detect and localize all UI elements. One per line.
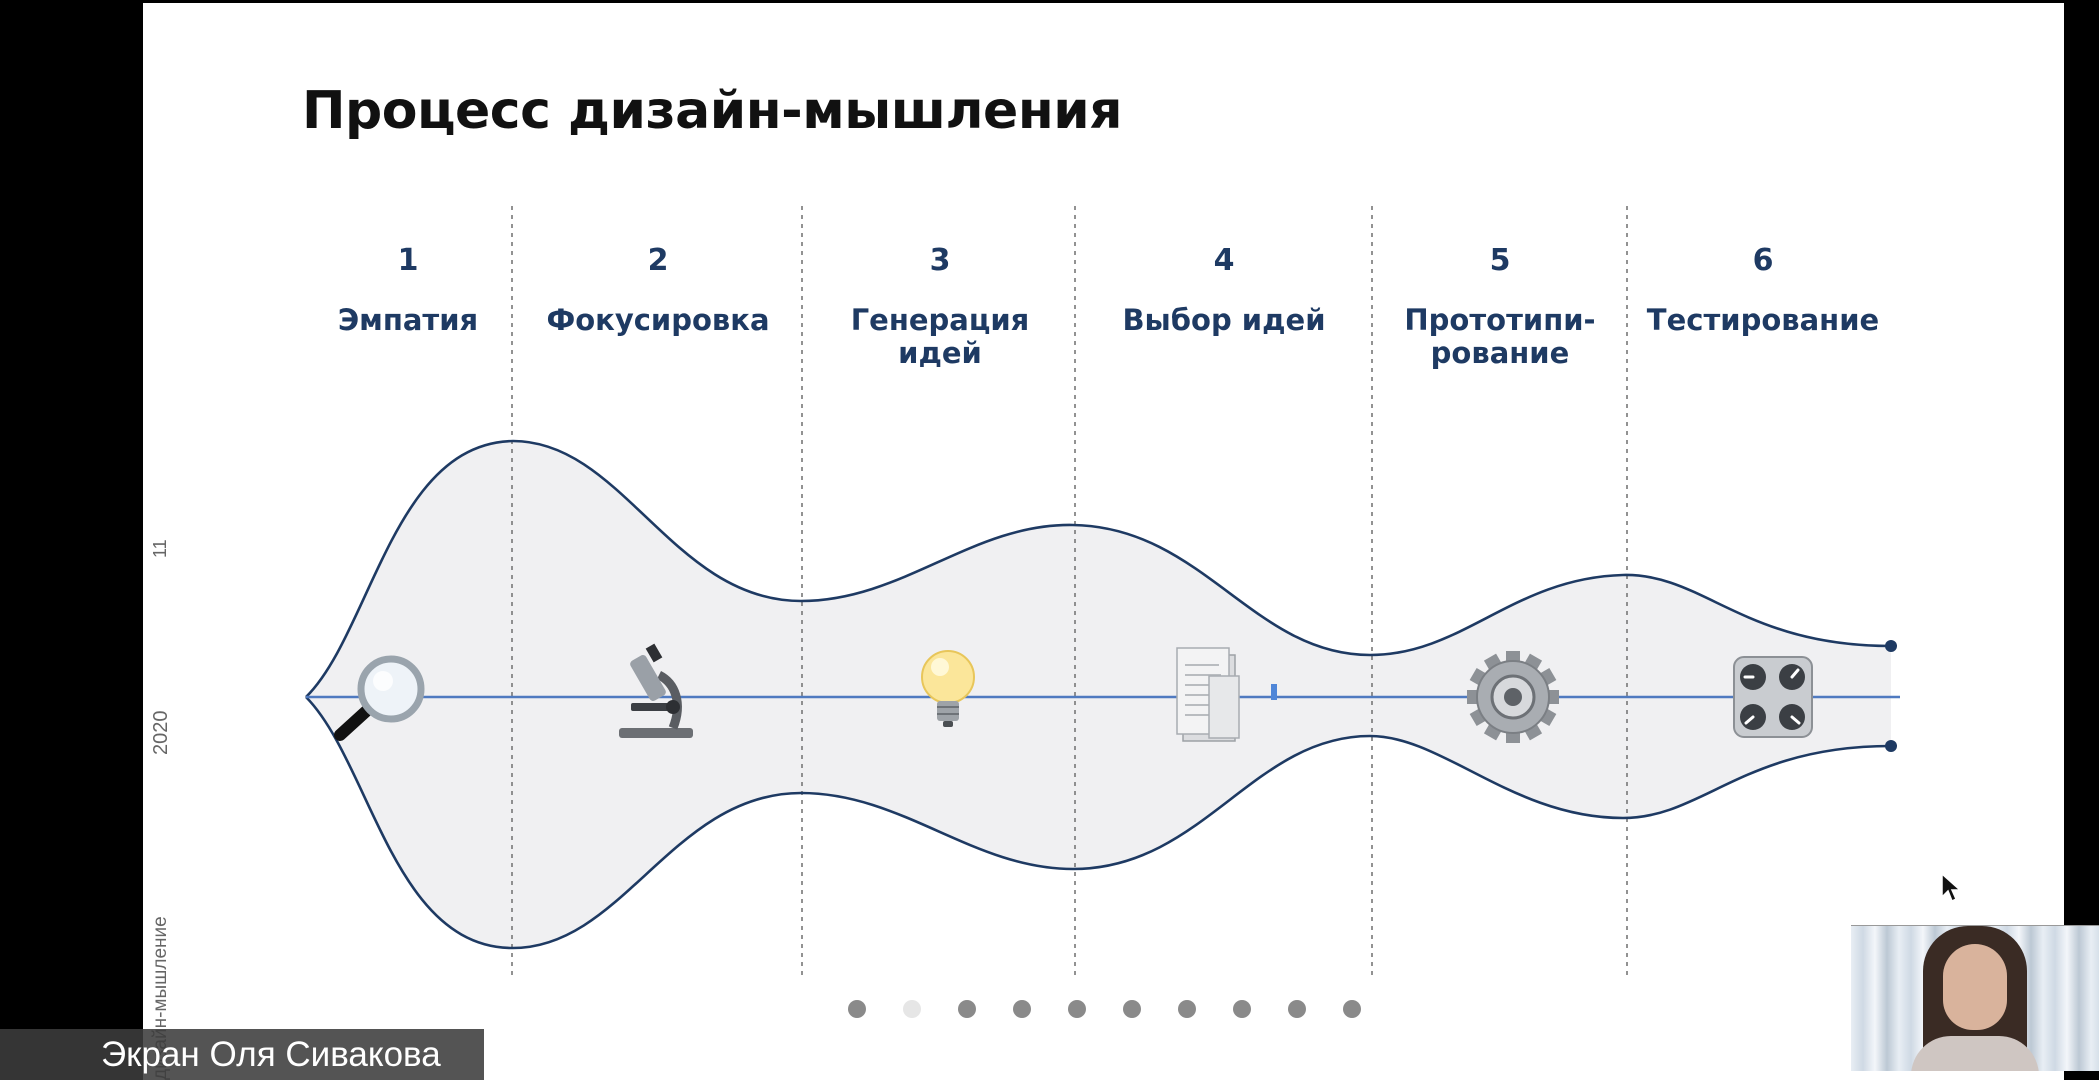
presentation-slide: Процесс дизайн-мышления 11 2020 дизайн-м…: [143, 3, 2064, 1080]
step-3: 3 Генерация идей: [810, 243, 1070, 370]
pagination-dot-10[interactable]: [1343, 1000, 1361, 1018]
slide-pagination: [848, 1000, 1398, 1018]
pagination-dot-1[interactable]: [848, 1000, 866, 1018]
step-2: 2 Фокусировка: [528, 243, 788, 337]
gear-icon: [1467, 651, 1559, 743]
step-number: 4: [1213, 243, 1235, 278]
participant-shirt: [1911, 1036, 2039, 1071]
screen-share-caption: Экран Оля Сивакова: [0, 1029, 484, 1080]
step-name: Тестирование: [1646, 303, 1880, 337]
step-4: 4 Выбор идей: [1094, 243, 1354, 337]
step-number: 6: [1752, 243, 1774, 278]
process-shape-fill: [306, 441, 1891, 948]
step-name: Прототипи- рование: [1404, 303, 1596, 370]
step-number: 3: [929, 243, 951, 278]
step-6: 6 Тестирование: [1633, 243, 1893, 337]
participant-face: [1943, 944, 2007, 1030]
control-knobs-icon: [1733, 656, 1813, 738]
pagination-dot-9[interactable]: [1288, 1000, 1306, 1018]
documents-icon: [1176, 647, 1277, 742]
step-number: 1: [397, 243, 419, 278]
step-number: 5: [1489, 243, 1511, 278]
step-name: Эмпатия: [337, 303, 479, 337]
step-name: Выбор идей: [1122, 303, 1326, 337]
pagination-dot-3[interactable]: [958, 1000, 976, 1018]
pagination-dot-2[interactable]: [903, 1000, 921, 1018]
magnifying-glass-icon: [334, 655, 425, 741]
step-name: Генерация идей: [850, 303, 1030, 370]
lower-end-dot: [1885, 740, 1897, 752]
step-name: Фокусировка: [546, 303, 770, 337]
pagination-dot-5[interactable]: [1068, 1000, 1086, 1018]
light-bulb-icon: [921, 650, 975, 727]
mouse-cursor-icon: [1941, 873, 1962, 903]
pagination-dot-4[interactable]: [1013, 1000, 1031, 1018]
pagination-dot-7[interactable]: [1178, 1000, 1196, 1018]
upper-end-dot: [1885, 640, 1897, 652]
step-1: 1 Эмпатия: [278, 243, 538, 337]
process-upper-curve: [305, 439, 1892, 698]
pagination-dot-6[interactable]: [1123, 1000, 1141, 1018]
participant-video-thumbnail[interactable]: [1851, 925, 2099, 1071]
stage-dividers: [511, 206, 1628, 978]
process-lower-curve: [305, 696, 1892, 950]
design-thinking-diagram: [305, 206, 1900, 978]
step-5: 5 Прототипи- рование: [1370, 243, 1630, 370]
slide-title: Процесс дизайн-мышления: [302, 81, 1123, 141]
step-number: 2: [647, 243, 669, 278]
microscope-icon: [619, 643, 693, 738]
pagination-dot-8[interactable]: [1233, 1000, 1251, 1018]
